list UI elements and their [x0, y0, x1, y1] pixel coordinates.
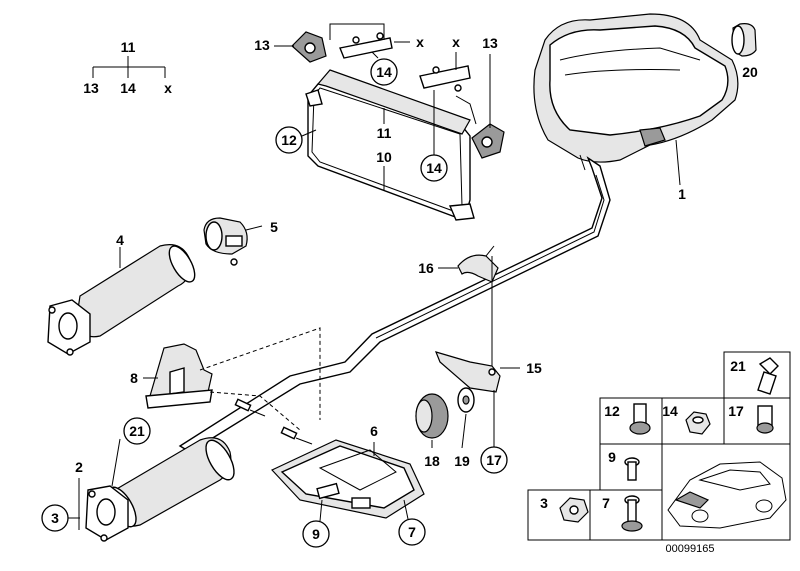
callout-15: 15: [526, 360, 542, 376]
legend-9: 9: [608, 449, 616, 465]
legend-7: 7: [602, 495, 610, 511]
front-muffler: [85, 437, 235, 542]
bolt-small: [234, 398, 313, 445]
car-silhouette-icon: [667, 461, 787, 529]
callout-18: 18: [424, 453, 440, 469]
callout-3: 3: [51, 510, 59, 526]
bolt-7: [621, 495, 643, 532]
callout-13-right: 13: [482, 35, 498, 51]
heat-shield: [270, 439, 425, 519]
callout-tree: 11 13 14 x: [83, 39, 172, 96]
bracket-15: [434, 351, 501, 393]
callout-12-bracket: 12: [281, 132, 297, 148]
legend-3: 3: [540, 495, 548, 511]
callout-17: 17: [486, 452, 502, 468]
callout-x-left: x: [416, 34, 424, 50]
tree-right-label: x: [164, 80, 172, 96]
callout-14-top: 14: [376, 64, 392, 80]
legend-21: 21: [730, 358, 746, 374]
bracket-14-left: [339, 32, 393, 59]
hanger-bracket: [145, 343, 213, 409]
center-muffler: [47, 244, 196, 356]
bolt-9: [624, 457, 640, 481]
callout-1: 1: [678, 186, 686, 202]
callout-14-bottom: 14: [426, 160, 442, 176]
tree-left-label: 13: [83, 80, 99, 96]
callout-20: 20: [742, 64, 758, 80]
bolt-12: [629, 403, 651, 435]
rubber-mount-left: [291, 31, 327, 63]
nut-17: [756, 405, 774, 434]
callout-6: 6: [370, 423, 378, 439]
nut-3: [559, 497, 589, 523]
nut-14: [685, 411, 711, 435]
callout-13-left: 13: [254, 37, 270, 53]
rubber-mount-right: [471, 123, 505, 159]
bolt-21: [757, 357, 779, 395]
callout-19: 19: [454, 453, 470, 469]
bracket-14-right: [419, 65, 471, 92]
legend-14: 14: [662, 403, 678, 419]
legend-17: 17: [728, 403, 744, 419]
rear-muffler: [533, 13, 739, 171]
callout-2: 2: [75, 459, 83, 475]
callout-x-right: x: [452, 34, 460, 50]
rubber-insulator: [415, 393, 449, 439]
callout-5: 5: [270, 219, 278, 235]
tree-top-label: 11: [121, 39, 136, 55]
callout-8: 8: [130, 370, 138, 386]
callout-21: 21: [129, 423, 145, 439]
legend-12: 12: [604, 403, 620, 419]
callout-9: 9: [312, 526, 320, 542]
diagram-id: 00099165: [666, 543, 715, 555]
callout-7: 7: [408, 524, 416, 540]
callout-16: 16: [418, 260, 434, 276]
callout-11: 11: [377, 125, 392, 141]
callout-10: 10: [376, 149, 392, 165]
callout-4: 4: [116, 232, 124, 248]
upper-bracket: [305, 69, 475, 221]
tree-mid-label: 14: [120, 80, 136, 96]
tailpipe-cap: [731, 23, 757, 57]
pipe-clamp: [203, 217, 248, 266]
washer-19: [457, 387, 475, 413]
